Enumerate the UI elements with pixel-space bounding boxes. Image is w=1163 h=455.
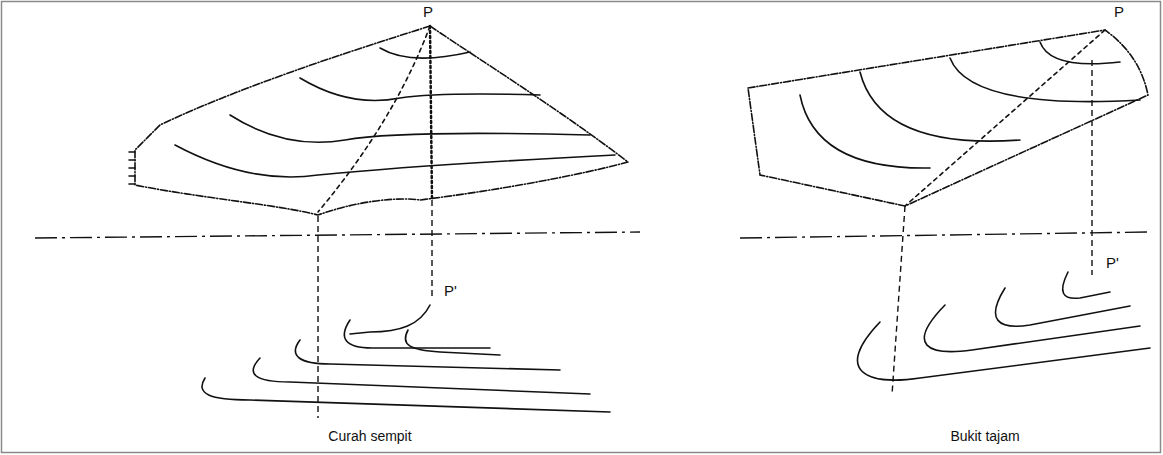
caption: Curah sempit: [326, 428, 413, 444]
point-label: P: [421, 3, 435, 20]
projection-lines: [35, 60, 1150, 418]
point-label: P': [442, 282, 459, 299]
point-label: P': [1104, 254, 1121, 271]
point-label: P': [1104, 254, 1121, 271]
caption: Bukit tajam: [948, 428, 1021, 444]
point-label: P: [1112, 3, 1126, 20]
point-label: P': [442, 282, 459, 299]
ridge-block: [748, 30, 1148, 206]
ridge-contours: [857, 272, 1150, 380]
valley-contours: [202, 305, 610, 412]
point-label: P: [1112, 3, 1126, 20]
caption: Bukit tajam: [948, 428, 1021, 444]
point-label: P: [421, 3, 435, 20]
caption: Curah sempit: [326, 428, 413, 444]
valley-block: [129, 26, 628, 215]
